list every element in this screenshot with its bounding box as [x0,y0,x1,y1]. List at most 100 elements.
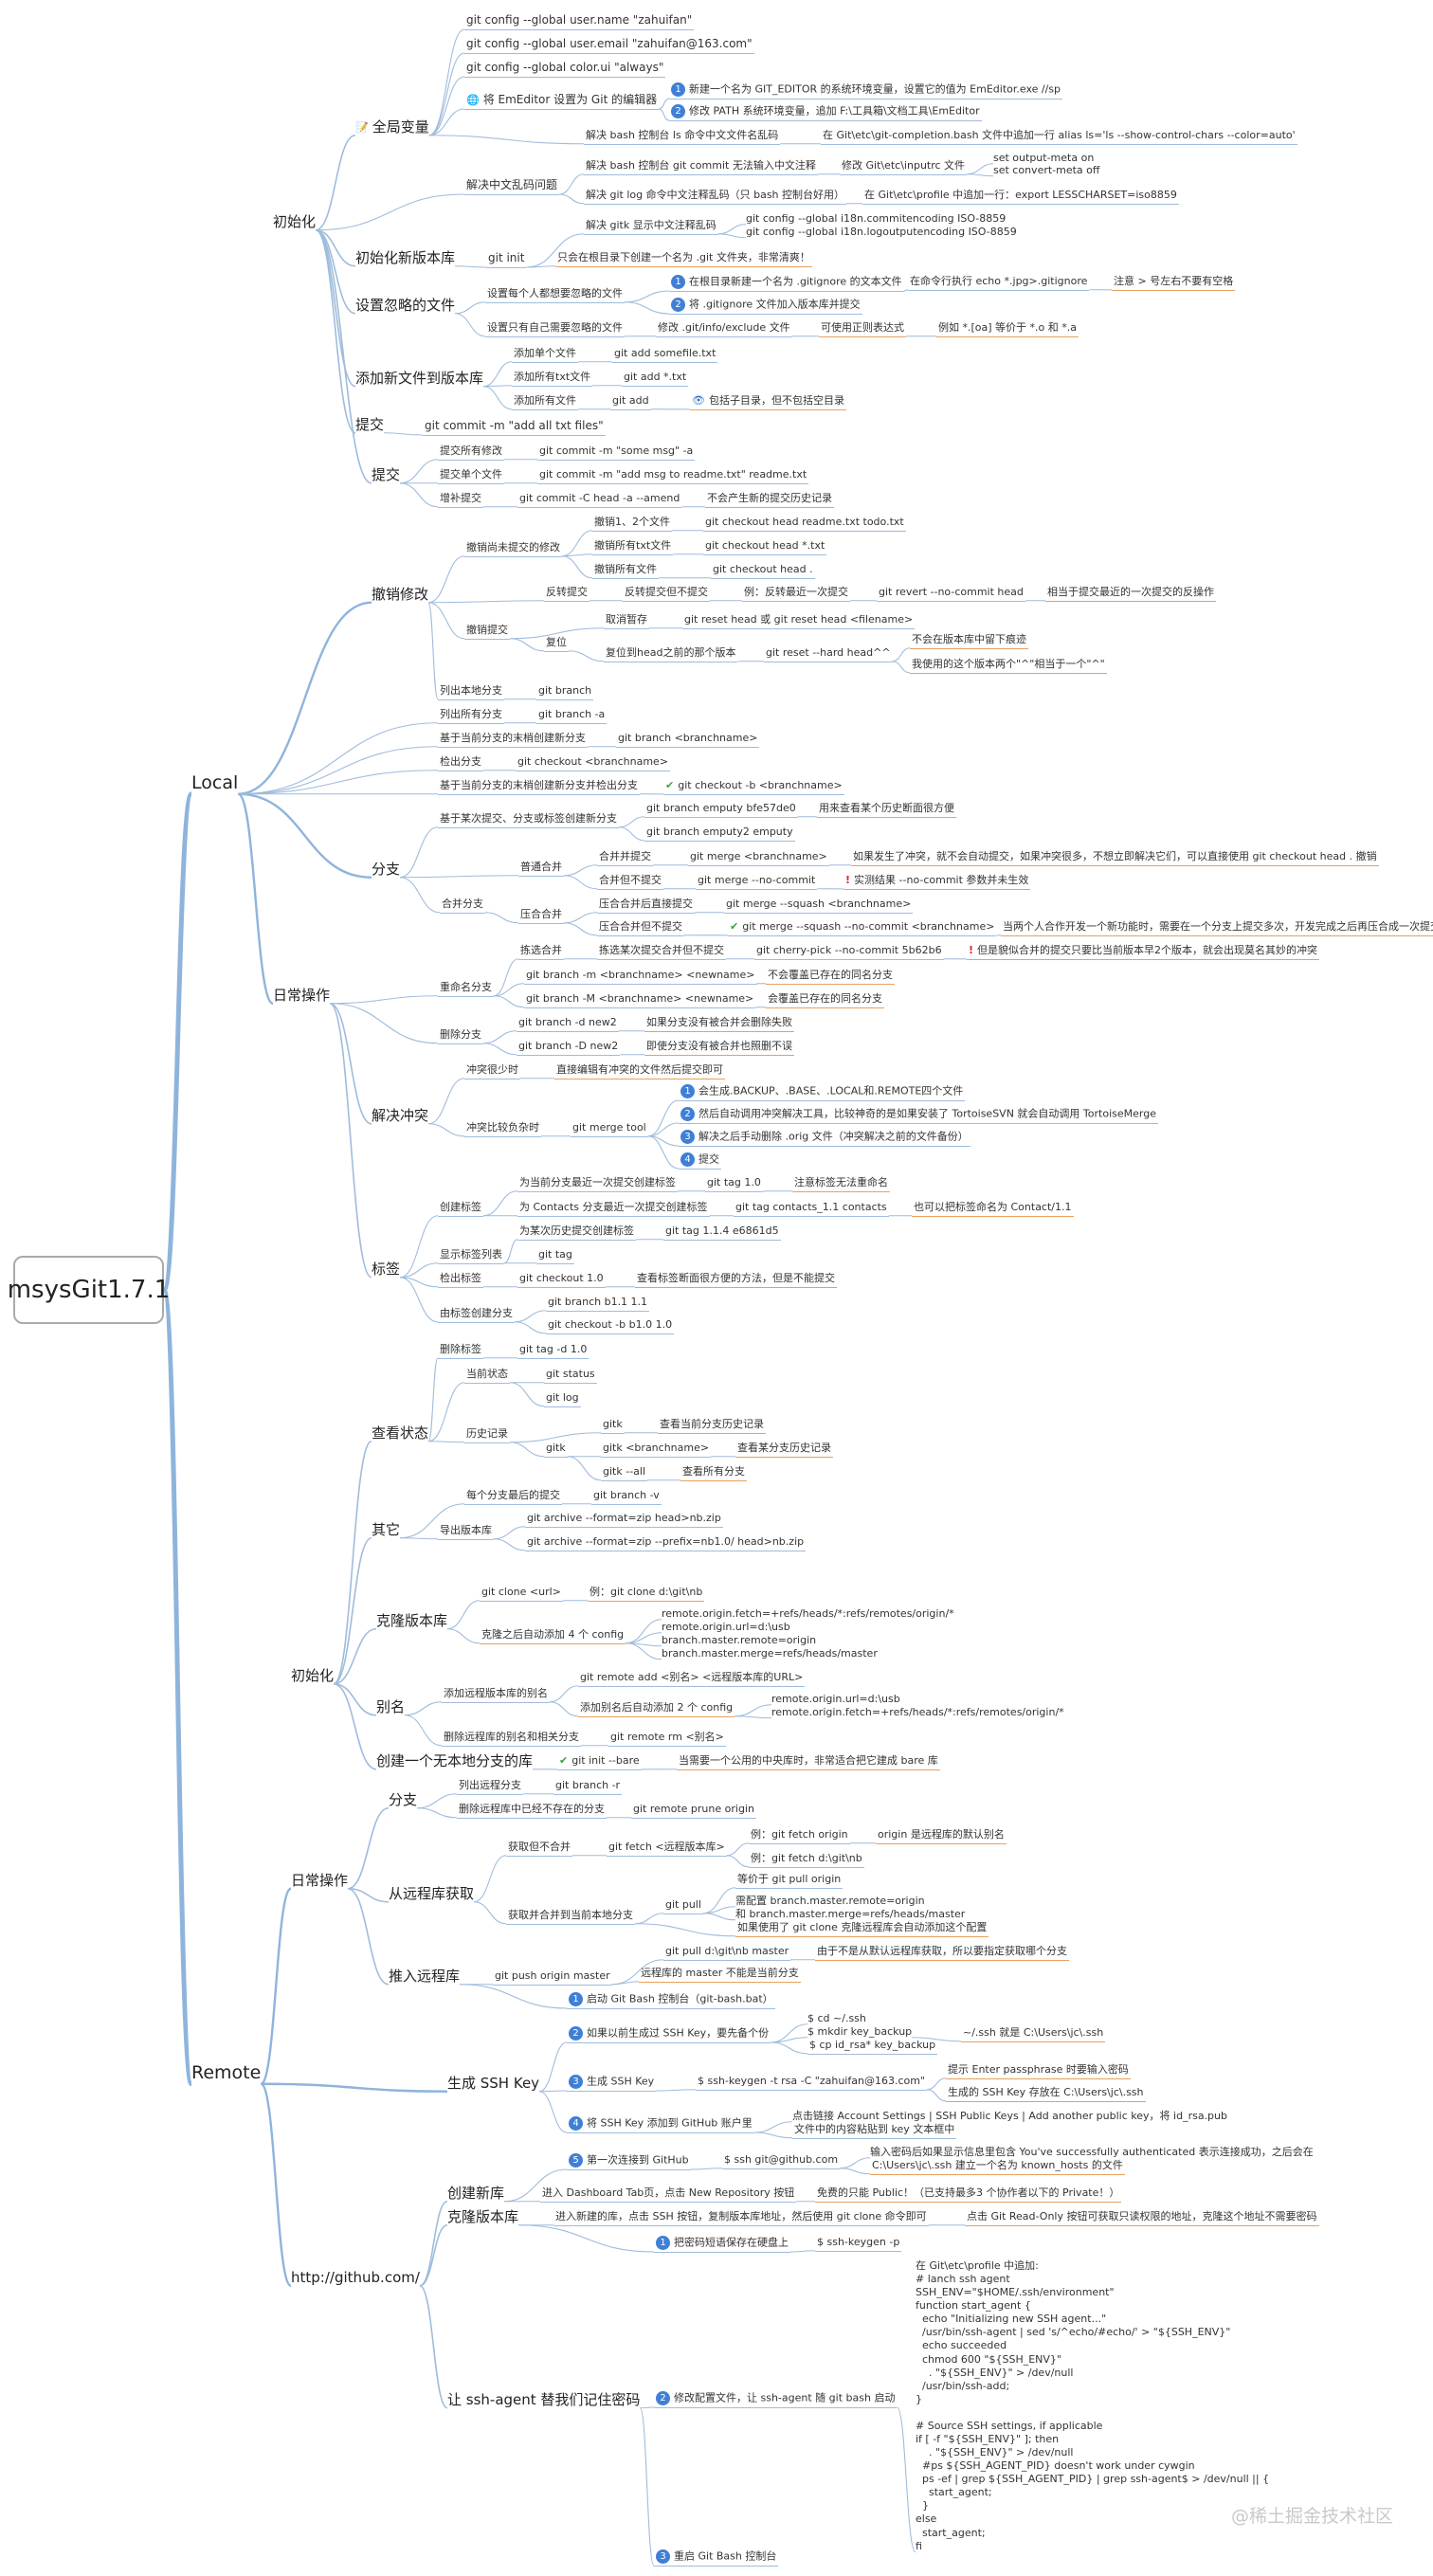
cmd-node[interactable]: git merge <branchname> [688,850,829,866]
cmd-node[interactable]: $ ssh-keygen -p [815,2236,902,2252]
cmd-node[interactable]: git config --global user.name "zahuifan" [464,13,695,30]
cmd-node[interactable]: gitk --all [601,1465,648,1481]
global-vars-node[interactable]: 📝全局变量 [355,118,429,136]
detail-node[interactable]: 撤销尚未提交的修改 [464,541,562,557]
cmd-node[interactable]: git add [610,394,651,410]
detail-node[interactable]: 提交所有修改 [438,444,504,461]
detail-node[interactable]: 设置每个人都想要忽略的文件 [485,287,625,303]
detail-node[interactable]: 列出本地分支 [438,684,504,700]
cmd-node[interactable]: git commit -m "add all txt files" [423,419,606,436]
cmd-node[interactable]: git commit -m "some msg" -a [537,444,696,461]
init-repo-node[interactable]: 初始化新版本库 [355,249,456,266]
ignore-node[interactable]: 设置忽略的文件 [355,297,456,314]
cmd-node[interactable]: git branch b1.1 1.1 [546,1296,650,1312]
push-node[interactable]: 推入远程库 [389,1968,461,1985]
note-node[interactable]: 生成的 SSH Key 存放在 C:\Users\jc\.ssh [946,2086,1146,2102]
cmd-node[interactable]: $ ssh git@github.com [722,2153,841,2169]
cmd-node[interactable]: git push origin master [493,1969,612,1986]
cmd-node[interactable]: git merge --squash <branchname> [724,898,914,914]
github-node[interactable]: http://github.com/ [291,2269,420,2286]
detail-node[interactable]: 在 Git\etc\git-completion.bash 文件中追加一行 al… [821,129,1297,145]
cmd-node[interactable]: git commit -m "add msg to readme.txt" re… [537,468,809,484]
detail-node[interactable]: 检出标签 [438,1272,483,1288]
detail-node[interactable]: 添加所有txt文件 [512,371,593,387]
note-node[interactable]: 用来查看某个历史断面很方便 [817,802,956,818]
note-node[interactable]: 克隆之后自动添加 4 个 config [480,1628,626,1644]
detail-node[interactable]: 拣选合并 [518,944,564,960]
detail-node[interactable]: git config --global i18n.logoutputencodi… [746,226,1017,238]
detail-node[interactable]: 添加所有文件 [512,394,578,410]
cmd-node[interactable]: $ cp id_rsa* key_backup [807,2039,938,2055]
editor-node[interactable]: 🌐将 EmEditor 设置为 Git 的编辑器 [464,93,660,110]
detail-node[interactable]: 复位 [544,636,569,652]
remote-branch-node[interactable]: 分支 [389,1791,418,1808]
detail-node[interactable]: 提交单个文件 [438,468,504,484]
detail-node[interactable]: 显示标签列表 [438,1248,504,1264]
cmd-node[interactable]: git checkout <branchname> [516,755,671,771]
cmd-node[interactable]: gitk <branchname> [601,1442,712,1458]
note-node[interactable]: 注意标签无法重命名 [792,1176,890,1192]
cmd-node[interactable]: git clone <url> [480,1586,563,1602]
detail-node[interactable]: 在命令行执行 echo *.jpg>.gitignore [908,275,1090,291]
ssh-key-node[interactable]: 生成 SSH Key [447,2075,540,2092]
cmd-node[interactable]: git archive --format=zip --prefix=nb1.0/… [525,1535,807,1551]
note-node[interactable]: 查看标签断面很方便的方法，但是不能提交 [635,1272,837,1288]
cmd-node[interactable]: git branch -a [536,708,608,724]
note-node[interactable]: !但是貌似合并的提交只要比当前版本早2个版本，就会出现莫名其妙的冲突 [967,944,1320,960]
detail-node[interactable]: 每个分支最后的提交 [464,1489,562,1505]
cmd-node[interactable]: git branch emputy bfe57de0 [644,802,798,818]
cmd-node[interactable]: git config --global user.email "zahuifan… [464,37,754,54]
detail-node[interactable]: 复位到head之前的那个版本 [604,646,738,662]
cmd-node[interactable]: $ ssh-keygen -t rsa -C "zahuifan@163.com… [696,2075,927,2091]
cmd-node[interactable]: git branch -m <branchname> <newname> [524,969,757,985]
detail-node[interactable]: 设置只有自己需要忽略的文件 [485,321,625,337]
cmd-node[interactable]: git remote rm <别名> [608,1731,726,1747]
detail-node[interactable]: 进入 Dashboard Tab页，点击 New Repository 按钮 [540,2186,797,2203]
cmd-node[interactable]: git cherry-pick --no-commit 5b62b6 [754,944,944,960]
detail-node[interactable]: 解决 gitk 显示中文注释乱码 [584,219,718,235]
detail-node[interactable]: 获取但不合并 [506,1841,572,1857]
note-node[interactable]: 也可以把标签命名为 Contact/1.1 [912,1201,1074,1217]
cmd-node[interactable]: git init [486,251,527,268]
commit-node[interactable]: 提交 [355,416,385,433]
detail-node[interactable]: 删除远程库中已经不存在的分支 [457,1803,607,1819]
detail-node[interactable]: 撤销所有txt文件 [592,539,674,555]
note-node[interactable]: origin 是远程库的默认别名 [876,1828,1007,1844]
cmd-node[interactable]: gitk [544,1442,568,1458]
detail-node[interactable]: 列出所有分支 [438,708,504,724]
detail-node[interactable]: 历史记录 [464,1427,510,1443]
detail-node[interactable]: git config --global i18n.commitencoding … [746,212,1007,225]
detail-node[interactable]: 获取并合并到当前本地分支 [506,1909,635,1925]
cmd-node[interactable]: git add *.txt [622,371,689,387]
note-node[interactable]: 由于不是从默认远程库获取，所以要指定获取哪个分支 [815,1945,1069,1961]
cmd-node[interactable]: git merge tool [571,1121,648,1137]
undo-node[interactable]: 撤销修改 [372,586,429,603]
detail-node[interactable]: 修改 Git\etc\inputrc 文件 [840,159,968,175]
detail-node[interactable]: 基于当前分支的末梢创建新分支 [438,732,588,748]
cmd-node[interactable]: git status [544,1368,597,1384]
cmd-node[interactable]: git branch <branchname> [616,732,760,748]
detail-node[interactable]: 拣选某次提交合并但不提交 [597,944,726,960]
cmd-node[interactable]: git checkout head readme.txt todo.txt [703,516,906,532]
detail-node[interactable]: 当前状态 [464,1368,510,1384]
new-repo-node[interactable]: 创建新库 [447,2185,505,2202]
remote-node[interactable]: Remote [191,2062,262,2083]
cmd-node[interactable]: git remote add <别名> <远程版本库的URL> [578,1671,806,1687]
note-node[interactable]: 例：git clone d:\git\nb [588,1586,705,1602]
remote-daily-node[interactable]: 日常操作 [291,1872,349,1889]
cmd-node[interactable]: git checkout head . [711,563,815,579]
note-node[interactable]: 我使用的这个版本两个"^"相当于一个"^" [910,658,1107,674]
cmd-node[interactable]: git add somefile.txt [612,347,718,363]
cmd-node[interactable]: git log [544,1391,581,1407]
detail-node[interactable]: 为当前分支最近一次提交创建标签 [517,1176,678,1192]
note-node[interactable]: C:\Users\jc\.ssh 建立一个名为 known_hosts 的文件 [870,2159,1125,2175]
